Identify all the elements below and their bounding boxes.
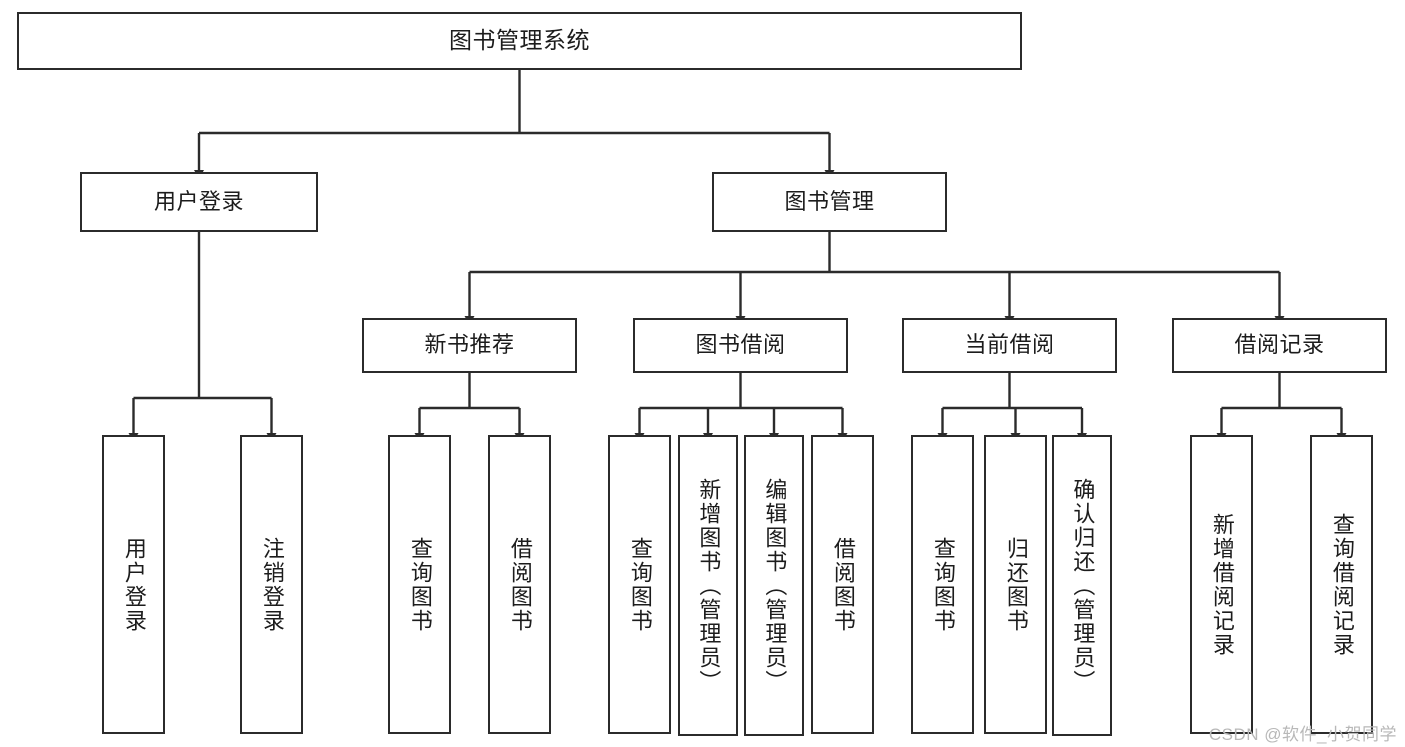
node-label: 用户登录 xyxy=(153,188,244,214)
node-label: 新增图书（管理员） xyxy=(696,477,722,694)
node-leaf-query-book-borrow[interactable]: 查询图书 xyxy=(608,435,671,734)
node-label: 确认归还（管理员） xyxy=(1070,477,1096,694)
node-label: 注销登录 xyxy=(259,536,285,633)
node-label: 编辑图书（管理员） xyxy=(762,477,788,694)
node-leaf-edit-book[interactable]: 编辑图书（管理员） xyxy=(744,435,804,736)
node-label: 借阅记录 xyxy=(1234,332,1325,358)
node-leaf-query-book-recommend[interactable]: 查询图书 xyxy=(388,435,451,734)
node-label: 新增借阅记录 xyxy=(1209,512,1235,657)
node-leaf-add-borrow-record[interactable]: 新增借阅记录 xyxy=(1190,435,1253,734)
node-label: 用户登录 xyxy=(121,536,147,633)
node-new-book-recommend[interactable]: 新书推荐 xyxy=(362,318,577,373)
node-label: 查询图书 xyxy=(407,536,433,633)
node-label: 借阅图书 xyxy=(507,536,533,633)
node-label: 新书推荐 xyxy=(424,332,515,358)
node-leaf-query-book-current[interactable]: 查询图书 xyxy=(911,435,974,734)
node-label: 图书借阅 xyxy=(695,332,786,358)
node-leaf-add-book[interactable]: 新增图书（管理员） xyxy=(678,435,738,736)
node-label: 查询借阅记录 xyxy=(1329,512,1355,657)
node-label: 图书管理 xyxy=(784,188,875,214)
node-leaf-confirm-return[interactable]: 确认归还（管理员） xyxy=(1052,435,1112,736)
node-label: 借阅图书 xyxy=(830,536,856,633)
node-book-management[interactable]: 图书管理 xyxy=(712,172,947,232)
node-label: 当前借阅 xyxy=(964,332,1055,358)
node-leaf-borrow-book[interactable]: 借阅图书 xyxy=(811,435,874,734)
node-user-login[interactable]: 用户登录 xyxy=(80,172,318,232)
node-label: 查询图书 xyxy=(930,536,956,633)
node-current-borrow[interactable]: 当前借阅 xyxy=(902,318,1117,373)
node-leaf-return-book[interactable]: 归还图书 xyxy=(984,435,1047,734)
node-leaf-user-login[interactable]: 用户登录 xyxy=(102,435,165,734)
node-label: 归还图书 xyxy=(1003,536,1029,633)
node-leaf-query-borrow-record[interactable]: 查询借阅记录 xyxy=(1310,435,1373,734)
node-label: 图书管理系统 xyxy=(449,27,590,54)
node-leaf-logout[interactable]: 注销登录 xyxy=(240,435,303,734)
node-leaf-borrow-book-recommend[interactable]: 借阅图书 xyxy=(488,435,551,734)
watermark-label: CSDN @软件_小贺同学 xyxy=(1208,725,1397,744)
node-book-borrow[interactable]: 图书借阅 xyxy=(633,318,848,373)
node-label: 查询图书 xyxy=(627,536,653,633)
node-borrow-record[interactable]: 借阅记录 xyxy=(1172,318,1387,373)
node-root[interactable]: 图书管理系统 xyxy=(17,12,1022,70)
